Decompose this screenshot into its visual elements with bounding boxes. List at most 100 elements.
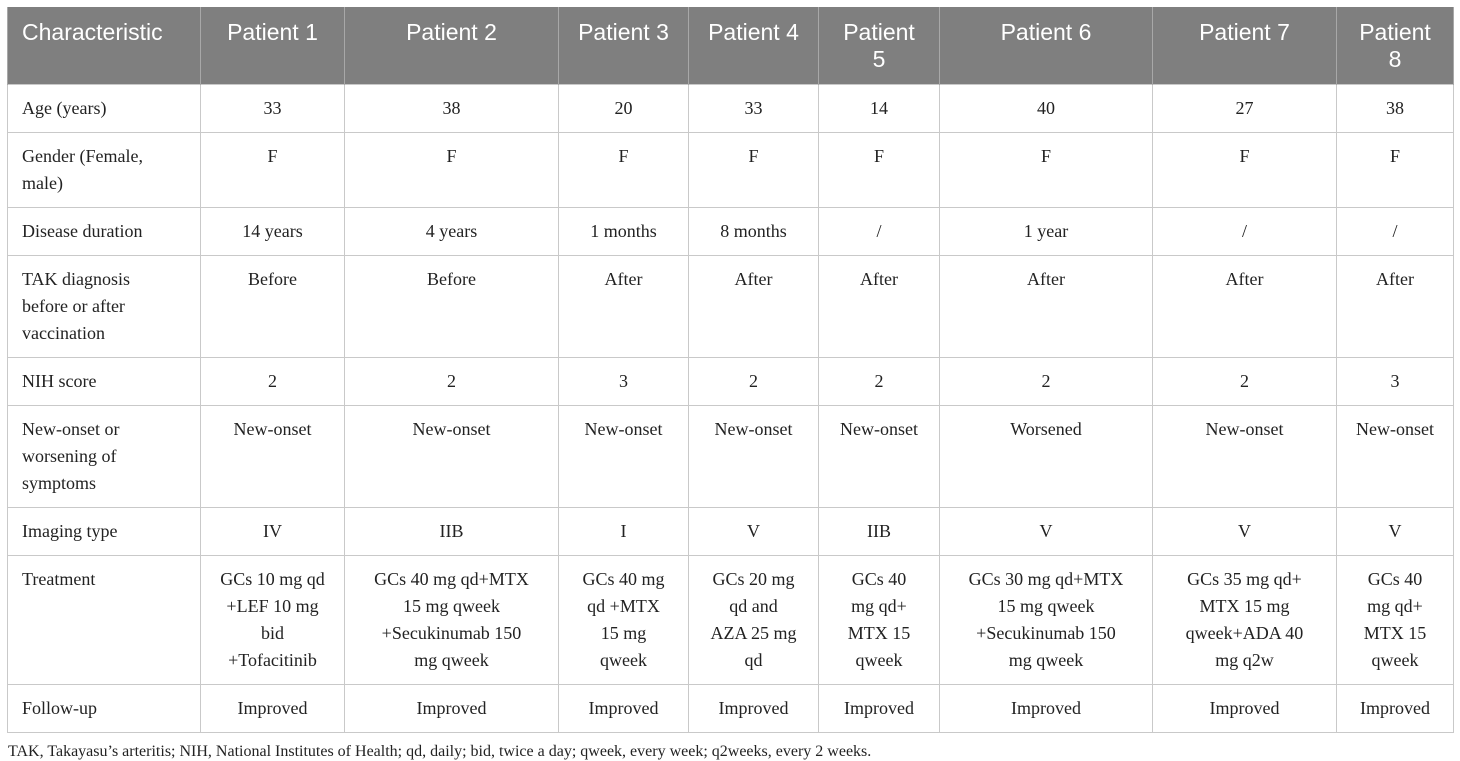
table-cell: 8 months — [688, 207, 819, 256]
table-cell: 2 — [1152, 357, 1337, 406]
table-cell: After — [939, 255, 1153, 358]
table-cell: Worsened — [939, 405, 1153, 508]
table-cell: New-onset — [558, 405, 689, 508]
table-cell: F — [200, 132, 345, 208]
row-label: New-onset or worsening of symptoms — [7, 405, 201, 508]
table-cell: IV — [200, 507, 345, 556]
table-cell: New-onset — [1336, 405, 1454, 508]
table-cell: F — [939, 132, 1153, 208]
table-cell: 38 — [1336, 84, 1454, 133]
table-cell: 2 — [818, 357, 940, 406]
column-header-patient-6: Patient 6 — [939, 7, 1153, 85]
table-cell: Improved — [344, 684, 559, 733]
table-cell: 3 — [1336, 357, 1454, 406]
table-cell: 20 — [558, 84, 689, 133]
row-label: TAK diagnosis before or after vaccinatio… — [7, 255, 201, 358]
table-footnote: TAK, Takayasu’s arteritis; NIH, National… — [8, 743, 872, 760]
table-cell: V — [1336, 507, 1454, 556]
column-header-patient-7: Patient 7 — [1152, 7, 1337, 85]
table-cell: Improved — [818, 684, 940, 733]
table-cell: 27 — [1152, 84, 1337, 133]
table-cell: After — [1336, 255, 1454, 358]
table-cell: F — [558, 132, 689, 208]
table-cell: 2 — [344, 357, 559, 406]
table-cell: GCs 30 mg qd+MTX 15 mg qweek +Secukinuma… — [939, 555, 1153, 685]
column-header-patient-5: Patient 5 — [818, 7, 940, 85]
table-cell: 2 — [688, 357, 819, 406]
row-label: NIH score — [7, 357, 201, 406]
table-cell: GCs 40 mg qd+ MTX 15 qweek — [818, 555, 940, 685]
table-cell: GCs 40 mg qd+MTX 15 mg qweek +Secukinuma… — [344, 555, 559, 685]
table-cell: F — [688, 132, 819, 208]
table-cell: 14 — [818, 84, 940, 133]
table-cell: 40 — [939, 84, 1153, 133]
table-cell: Improved — [688, 684, 819, 733]
table-cell: New-onset — [344, 405, 559, 508]
table-cell: V — [1152, 507, 1337, 556]
table-cell: V — [939, 507, 1153, 556]
table-cell: / — [1152, 207, 1337, 256]
row-label: Imaging type — [7, 507, 201, 556]
table-cell: V — [688, 507, 819, 556]
row-label: Disease duration — [7, 207, 201, 256]
column-header-patient-4: Patient 4 — [688, 7, 819, 85]
table-cell: Improved — [200, 684, 345, 733]
table-cell: 2 — [939, 357, 1153, 406]
column-header-patient-8: Patient 8 — [1336, 7, 1454, 85]
table-cell: Before — [200, 255, 345, 358]
table-cell: New-onset — [688, 405, 819, 508]
table-cell: IIB — [818, 507, 940, 556]
table-cell: After — [558, 255, 689, 358]
row-label: Treatment — [7, 555, 201, 685]
table-cell: 38 — [344, 84, 559, 133]
table-cell: After — [688, 255, 819, 358]
row-label: Follow-up — [7, 684, 201, 733]
column-header-patient-1: Patient 1 — [200, 7, 345, 85]
table-cell: 33 — [688, 84, 819, 133]
table-cell: Improved — [1336, 684, 1454, 733]
table-cell: F — [818, 132, 940, 208]
table-cell: 3 — [558, 357, 689, 406]
table-cell: GCs 10 mg qd +LEF 10 mg bid +Tofacitinib — [200, 555, 345, 685]
table-cell: New-onset — [1152, 405, 1337, 508]
table-cell: Improved — [939, 684, 1153, 733]
table-cell: GCs 40 mg qd +MTX 15 mg qweek — [558, 555, 689, 685]
table-cell: Before — [344, 255, 559, 358]
table-cell: 2 — [200, 357, 345, 406]
table-cell: / — [1336, 207, 1454, 256]
table-cell: F — [1336, 132, 1454, 208]
table-cell: After — [1152, 255, 1337, 358]
column-header-characteristic: Characteristic — [7, 7, 201, 85]
table-cell: GCs 40 mg qd+ MTX 15 qweek — [1336, 555, 1454, 685]
table-cell: 33 — [200, 84, 345, 133]
table-cell: / — [818, 207, 940, 256]
table-cell: 14 years — [200, 207, 345, 256]
table-cell: F — [344, 132, 559, 208]
table-cell: I — [558, 507, 689, 556]
table-cell: New-onset — [200, 405, 345, 508]
table-cell: 1 year — [939, 207, 1153, 256]
table-cell: 1 months — [558, 207, 689, 256]
table-cell: GCs 35 mg qd+ MTX 15 mg qweek+ADA 40 mg … — [1152, 555, 1337, 685]
table-cell: GCs 20 mg qd and AZA 25 mg qd — [688, 555, 819, 685]
table-cell: Improved — [1152, 684, 1337, 733]
table-cell: 4 years — [344, 207, 559, 256]
table-row: TAK diagnosis before or after vaccinatio… — [7, 255, 1454, 358]
row-label: Gender (Female, male) — [7, 132, 201, 208]
row-label: Age (years) — [7, 84, 201, 133]
column-header-patient-3: Patient 3 — [558, 7, 689, 85]
table-cell: IIB — [344, 507, 559, 556]
table-cell: After — [818, 255, 940, 358]
column-header-patient-2: Patient 2 — [344, 7, 559, 85]
